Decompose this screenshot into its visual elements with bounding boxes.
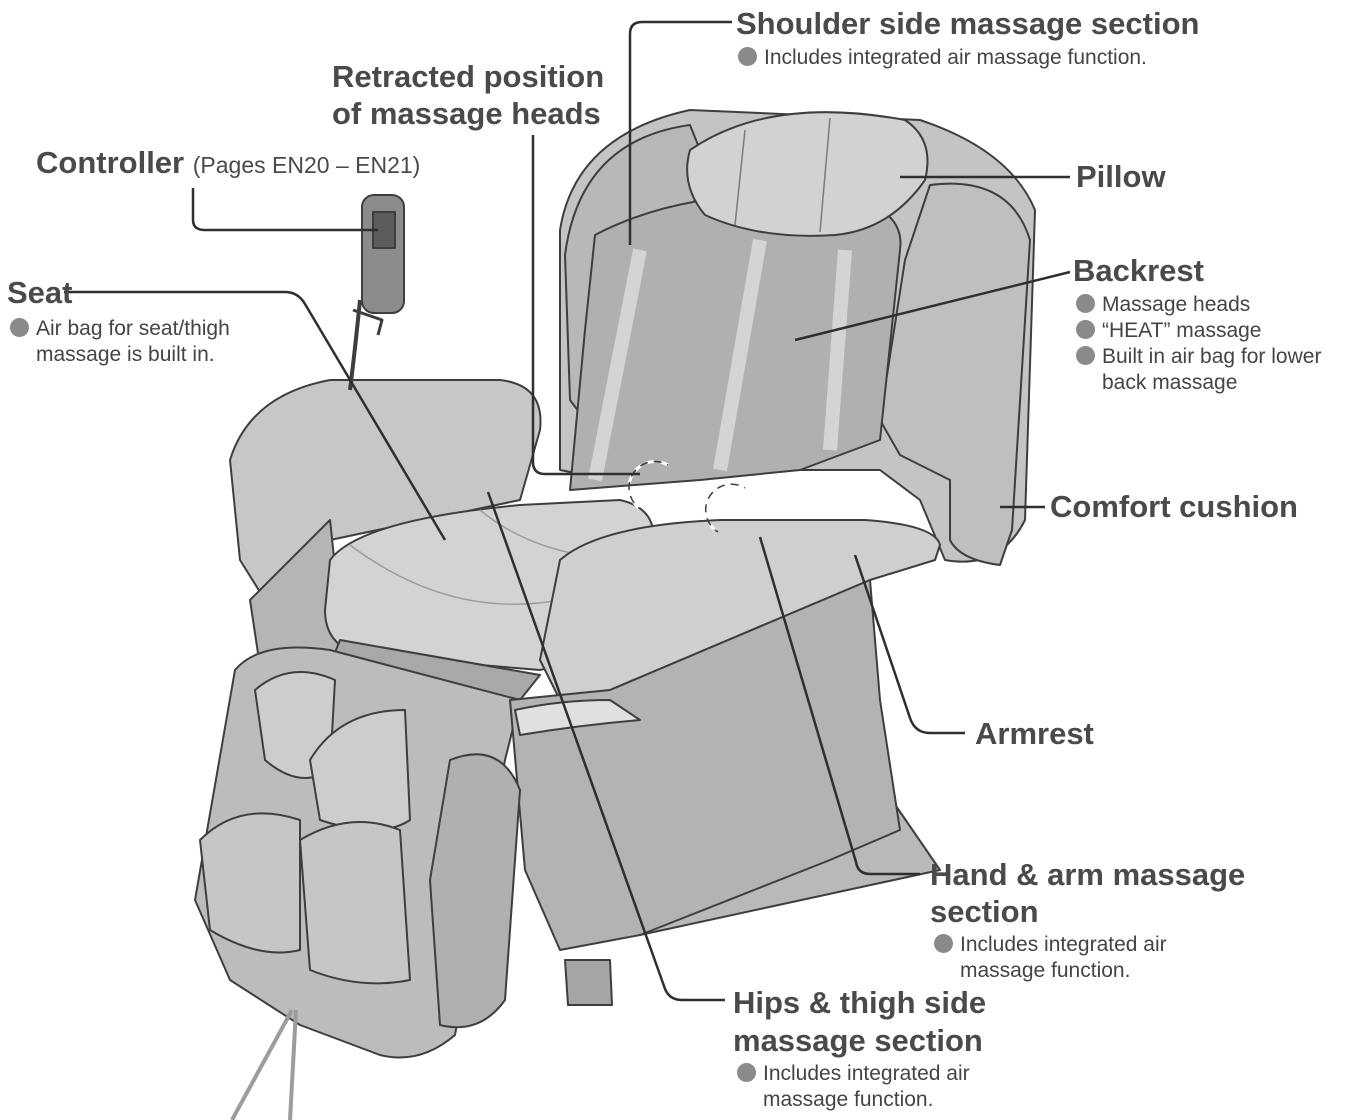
backrest-note-1: Massage heads bbox=[1076, 292, 1250, 318]
backrest-note-3-text: Built in air bag for lower bbox=[1102, 345, 1321, 368]
seat-note-line1-text: Air bag for seat/thigh bbox=[36, 317, 230, 340]
leader-footrest-left bbox=[232, 1010, 292, 1120]
retracted-title-line2: of massage heads bbox=[332, 95, 601, 132]
backrest-note-3-cont: back massage bbox=[1076, 370, 1237, 396]
leader-controller bbox=[193, 188, 378, 230]
hand-arm-title-line2: section bbox=[930, 893, 1039, 930]
leader-footrest-right bbox=[290, 1010, 296, 1120]
hips-title-line1: Hips & thigh side bbox=[733, 984, 986, 1021]
controller-title: Controller bbox=[36, 145, 184, 180]
armrest-title: Armrest bbox=[975, 715, 1094, 752]
bullet-icon bbox=[1076, 294, 1095, 313]
backrest-title: Backrest bbox=[1073, 252, 1204, 289]
hips-note-line1-text: Includes integrated air bbox=[763, 1062, 970, 1085]
hand-arm-note-line2: massage function. bbox=[934, 958, 1130, 984]
bullet-icon bbox=[1076, 346, 1095, 365]
hips-note-line2: massage function. bbox=[737, 1087, 933, 1113]
pillow-title: Pillow bbox=[1076, 158, 1166, 195]
bullet-icon bbox=[10, 318, 29, 337]
bullet-icon bbox=[1076, 320, 1095, 339]
backrest-note-3: Built in air bag for lower bbox=[1076, 344, 1321, 370]
shoulder-note: Includes integrated air massage function… bbox=[738, 45, 1147, 71]
bullet-icon bbox=[737, 1063, 756, 1082]
controller-pages: (Pages EN20 – EN21) bbox=[193, 152, 421, 178]
comfort-title: Comfort cushion bbox=[1050, 488, 1298, 525]
seat-title: Seat bbox=[7, 274, 72, 311]
hips-note-line1: Includes integrated air bbox=[737, 1061, 970, 1087]
retracted-title-line1: Retracted position bbox=[332, 58, 604, 95]
controller-label: Controller (Pages EN20 – EN21) bbox=[36, 144, 420, 184]
bullet-icon bbox=[738, 47, 757, 66]
shoulder-title: Shoulder side massage section bbox=[736, 5, 1199, 42]
controller-cable bbox=[350, 300, 360, 390]
seat-note-line2: massage is built in. bbox=[10, 342, 215, 368]
hips-title-line2: massage section bbox=[733, 1022, 983, 1059]
backrest-note-2: “HEAT” massage bbox=[1076, 318, 1261, 344]
hand-arm-title-line1: Hand & arm massage bbox=[930, 856, 1245, 893]
hand-arm-note-line1: Includes integrated air bbox=[934, 932, 1167, 958]
hand-arm-note-line1-text: Includes integrated air bbox=[960, 933, 1167, 956]
bullet-icon bbox=[934, 934, 953, 953]
chair-base-foot bbox=[565, 960, 612, 1005]
seat-note-line1: Air bag for seat/thigh bbox=[10, 316, 230, 342]
backrest-note-1-text: Massage heads bbox=[1102, 293, 1250, 316]
shoulder-note-text: Includes integrated air massage function… bbox=[764, 46, 1147, 69]
backrest-note-2-text: “HEAT” massage bbox=[1102, 319, 1261, 342]
